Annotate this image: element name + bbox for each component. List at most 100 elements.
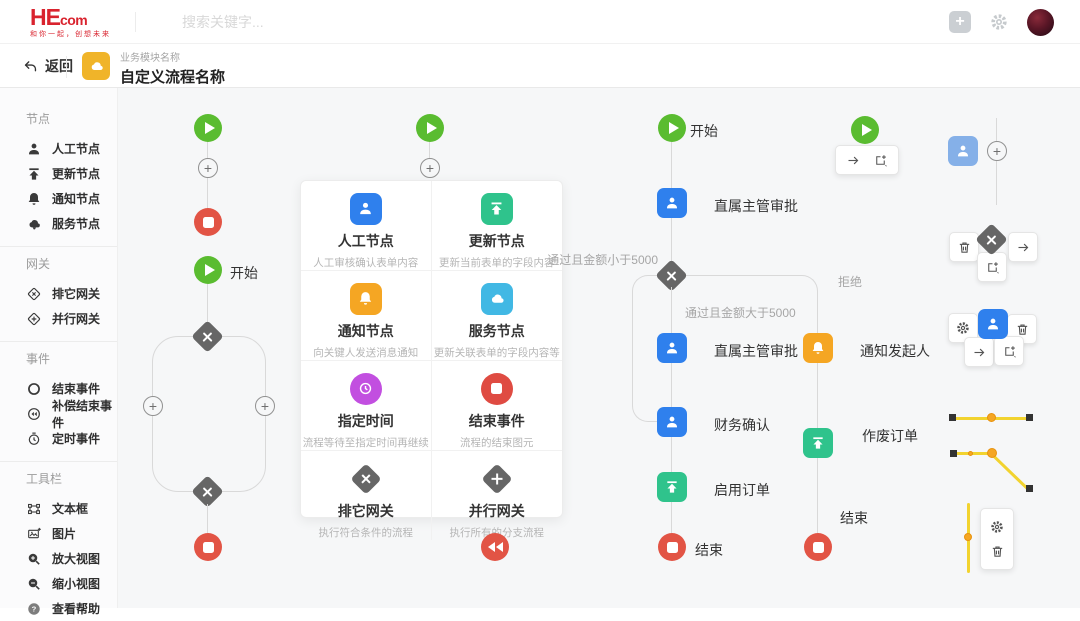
delete-node-button[interactable] (949, 232, 979, 262)
palette-item-manual-node[interactable]: 人工节点 人工审核确认表单内容 (301, 181, 432, 271)
palette-item-parallel-gateway[interactable]: 并行网关 执行所有的分支流程 (432, 451, 563, 540)
sidebar-item-textbox[interactable]: 文本框 (26, 496, 117, 521)
search-input[interactable] (182, 13, 482, 30)
edge (671, 287, 672, 333)
sidebar-item-parallel-gateway[interactable]: 并行网关 (26, 306, 117, 331)
notify-node-initiator[interactable] (803, 333, 833, 363)
arrow-right-icon[interactable] (846, 153, 861, 168)
edge (671, 437, 672, 472)
palette-item-desc: 流程等待至指定时间再继续 (302, 437, 429, 449)
end-event-node[interactable] (194, 208, 222, 236)
exclusive-gateway-node[interactable] (975, 223, 1008, 256)
flow-canvas[interactable]: 开始 人工节点 人工审核确认表单内容 更新节点 更新当前表单的字段内容 通知节点… (118, 88, 1080, 608)
condition-label: 通过且金额小于5000 (547, 253, 658, 267)
add-node-handle[interactable] (420, 158, 440, 178)
manual-node-approver1[interactable] (657, 188, 687, 218)
manual-node-dragging[interactable] (948, 136, 978, 166)
palette-item-title: 指定时间 (337, 413, 394, 429)
palette-item-timer[interactable]: 指定时间 流程等待至指定时间再继续 (301, 361, 432, 451)
sidebar-item-zoom-in[interactable]: 放大视图 (26, 546, 117, 571)
add-node-handle[interactable] (198, 158, 218, 178)
compensation-end-node[interactable] (481, 533, 509, 561)
edge-midpoint-handle[interactable] (987, 448, 997, 458)
edge (207, 284, 208, 326)
connect-node-button[interactable] (1008, 232, 1038, 262)
avatar[interactable] (1027, 8, 1054, 36)
divider (135, 11, 136, 32)
update-node-enable-order[interactable] (657, 472, 687, 502)
end-event-node[interactable] (658, 533, 686, 561)
palette-item-update-node[interactable]: 更新节点 更新当前表单的字段内容 (431, 181, 562, 271)
add-icon[interactable]: + (949, 11, 971, 33)
end-event-node[interactable] (804, 533, 832, 561)
sidebar-item-label: 查看帮助 (52, 602, 101, 616)
compensation-end-icon (26, 406, 42, 422)
sidebar-item-update-node[interactable]: 更新节点 (26, 161, 117, 186)
duplicate-icon[interactable] (873, 153, 888, 168)
edge-midpoint-handle[interactable] (964, 533, 972, 541)
edge-settings-icon[interactable] (989, 519, 1005, 535)
edge-endpoint-handle[interactable] (1026, 485, 1033, 492)
element-sidebar: 节点 人工节点 更新节点 通知节点 服务节点 网关 排它网关 并行网关 事件 结… (0, 88, 118, 616)
end-event-node[interactable] (194, 533, 222, 561)
sidebar-item-compensation-end-event[interactable]: 补偿结束事件 (26, 399, 117, 430)
sidebar-item-help[interactable]: ? 查看帮助 (26, 596, 117, 621)
gear-icon[interactable] (989, 12, 1009, 32)
start-event-node[interactable] (194, 256, 222, 284)
duplicate-node-button[interactable] (994, 336, 1024, 366)
node-label: 财务确认 (714, 417, 770, 433)
palette-item-end-event[interactable]: 结束事件 流程的结束图元 (431, 361, 562, 451)
edge-endpoint-handle[interactable] (950, 450, 957, 457)
divider (0, 341, 117, 342)
logo[interactable]: HEcom 和你一起，创想未来 (30, 3, 111, 38)
sidebar-item-exclusive-gateway[interactable]: 排它网关 (26, 281, 117, 306)
start-event-node[interactable] (194, 114, 222, 142)
timer-icon (26, 431, 42, 447)
parallel-gateway-icon (26, 311, 42, 327)
selected-edge[interactable] (989, 452, 1030, 491)
svg-text:?: ? (32, 604, 37, 613)
sidebar-item-timer-event[interactable]: 定时事件 (26, 426, 117, 451)
sidebar-item-label: 放大视图 (52, 552, 101, 566)
palette-item-title: 结束事件 (468, 413, 525, 429)
service-node-icon (480, 282, 513, 315)
exclusive-gateway-icon (350, 462, 382, 495)
add-node-handle[interactable] (255, 396, 275, 416)
add-node-handle[interactable] (143, 396, 163, 416)
add-node-handle[interactable] (987, 141, 1007, 161)
palette-item-service-node[interactable]: 服务节点 更新关联表单的字段内容等 (431, 271, 562, 361)
palette-item-exclusive-gateway[interactable]: 排它网关 执行符合条件的流程 (301, 451, 432, 540)
manual-node-selected[interactable] (978, 309, 1008, 339)
image-icon (26, 526, 42, 542)
sidebar-item-manual-node[interactable]: 人工节点 (26, 136, 117, 161)
edge-midpoint-handle[interactable] (987, 413, 996, 422)
palette-item-desc: 更新当前表单的字段内容 (439, 257, 555, 269)
sidebar-item-zoom-out[interactable]: 缩小视图 (26, 571, 117, 596)
duplicate-node-button[interactable] (977, 252, 1007, 282)
user-node-icon (349, 192, 382, 225)
sidebar-item-image[interactable]: 图片 (26, 521, 117, 546)
sidebar-item-service-node[interactable]: 服务节点 (26, 211, 117, 236)
update-node-cancel-order[interactable] (803, 428, 833, 458)
connect-node-button[interactable] (964, 337, 994, 367)
edge-endpoint-handle[interactable] (1026, 414, 1033, 421)
palette-item-notify-node[interactable]: 通知节点 向关键人发送消息通知 (301, 271, 432, 361)
update-icon (26, 166, 42, 182)
start-event-node[interactable] (851, 116, 879, 144)
node-label: 通知发起人 (860, 343, 930, 359)
trash-icon[interactable] (990, 544, 1005, 559)
edge (207, 504, 208, 533)
sidebar-item-notify-node[interactable]: 通知节点 (26, 186, 117, 211)
manual-node-approver2[interactable] (657, 333, 687, 363)
sidebar-item-end-event[interactable]: 结束事件 (26, 376, 117, 401)
start-event-node[interactable] (658, 114, 686, 142)
end-event-icon (26, 381, 42, 397)
start-event-node[interactable] (416, 114, 444, 142)
selected-edge[interactable] (953, 452, 993, 455)
section-title-nodes: 节点 (26, 112, 51, 126)
node-label: 开始 (230, 265, 258, 281)
edge-endpoint-handle[interactable] (949, 414, 956, 421)
manual-node-finance[interactable] (657, 407, 687, 437)
edge-point-handle[interactable] (968, 451, 973, 456)
palette-item-title: 服务节点 (468, 323, 525, 339)
